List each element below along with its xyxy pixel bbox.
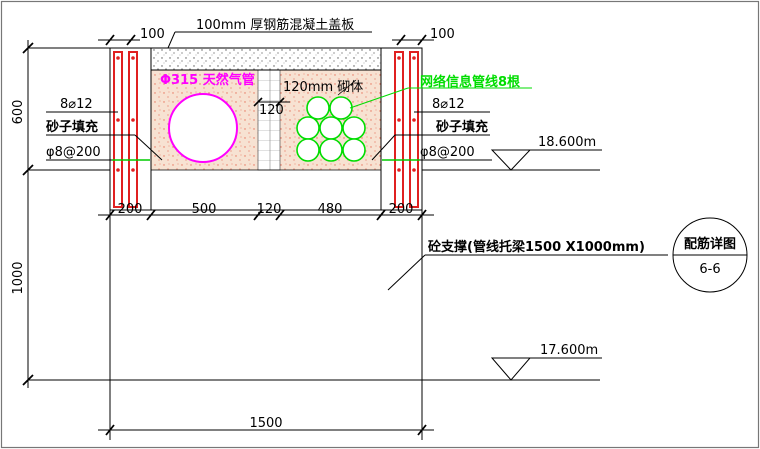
network-pipe: [329, 96, 353, 120]
width-dim-5: 200: [389, 202, 414, 217]
left-wall: [109, 47, 152, 211]
stirrup-right-label: φ8@200: [420, 145, 475, 160]
rebar-right-label: 8⌀12: [432, 97, 465, 112]
stirrup-left-label: φ8@200: [46, 145, 101, 160]
cover-slab: [109, 47, 423, 71]
width-dim-ticks: [105, 209, 427, 221]
sand-right-label: 砂子填充: [435, 119, 488, 135]
network-pipe: [296, 116, 320, 140]
network-pipes: [296, 96, 366, 162]
network-leader: [349, 87, 409, 109]
vertical-dim-ticks: [22, 42, 34, 386]
support-label: 砼支撑(管线托梁1500 X1000mm): [428, 239, 645, 255]
detail-title: 配筋详图: [684, 236, 736, 252]
left-wall-rebar-outer: [113, 51, 123, 208]
gas-pipe-label: Φ315 天然气管: [160, 72, 255, 88]
cover-dim-right: 100: [430, 27, 455, 42]
network-pipe: [342, 116, 366, 140]
rebar-left-label: 8⌀12: [60, 97, 93, 112]
network-pipe: [342, 138, 366, 162]
cover-dim-ticks: [105, 34, 427, 46]
network-pipe: [296, 138, 320, 162]
elevation-top-label: 18.600m: [538, 135, 596, 150]
elevation-bottom-label: 17.600m: [540, 343, 598, 358]
width-dim-1: 200: [118, 202, 143, 217]
width-dim-2: 500: [192, 202, 217, 217]
gas-pipe: [168, 93, 238, 163]
elevation-top-symbol: [490, 149, 532, 171]
masonry-label: 120mm 砌体: [283, 80, 363, 95]
width-dim-4: 480: [318, 202, 343, 217]
elevation-bottom-symbol: [490, 357, 532, 381]
cover-dim-left: 100: [140, 27, 165, 42]
height-upper: 600: [11, 100, 26, 125]
network-pipe: [306, 96, 330, 120]
total-width: 1500: [249, 416, 282, 431]
sand-left-label: 砂子填充: [45, 119, 98, 135]
right-wall-rebar-outer: [409, 51, 419, 208]
network-pipe: [319, 116, 343, 140]
masonry-wall: [257, 69, 281, 171]
right-wall: [380, 47, 423, 211]
detail-number: 6-6: [699, 262, 720, 277]
network-pipe: [319, 138, 343, 162]
support-leader: [387, 254, 426, 291]
masonry-width-label: 120: [259, 103, 284, 118]
height-lower: 1000: [11, 261, 26, 294]
network-pipe-label: 网络信息管线8根: [420, 74, 521, 90]
rebar-dots: [116, 56, 416, 172]
cover-slab-label: 100mm 厚钢筋混凝土盖板: [196, 17, 354, 33]
width-dim-3: 120: [257, 202, 282, 217]
right-wall-rebar-inner: [394, 51, 404, 208]
left-wall-rebar-inner: [128, 51, 138, 208]
